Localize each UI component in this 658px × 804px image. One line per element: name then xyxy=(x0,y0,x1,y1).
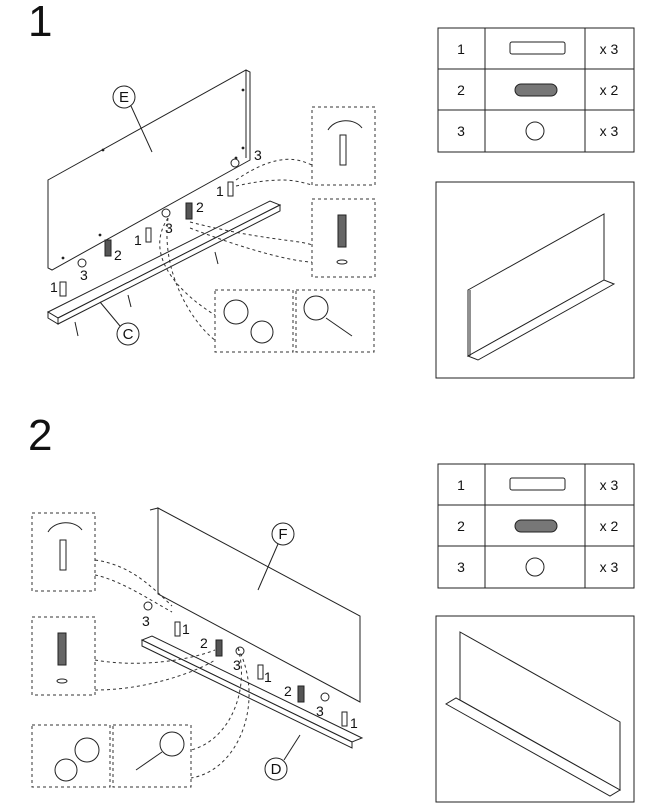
callout-1: 1 xyxy=(264,669,272,685)
detail-box-cam xyxy=(214,289,294,353)
detail-box-cam xyxy=(31,724,111,788)
part-id: 2 xyxy=(457,82,465,98)
wood-dowel-icon xyxy=(185,202,193,220)
part-qty: x 3 xyxy=(600,123,619,139)
wood-dowel-icon xyxy=(514,83,558,97)
callout-3: 3 xyxy=(316,703,324,719)
detail-box-screw xyxy=(311,106,376,186)
wood-dowel-icon xyxy=(57,632,67,666)
cam-lock-icon xyxy=(161,208,171,218)
cam-dowel-icon xyxy=(174,621,181,637)
panel-f xyxy=(157,507,361,703)
callout-1: 1 xyxy=(134,232,142,248)
detail-box-turn xyxy=(112,724,192,788)
cam-lock-icon xyxy=(235,646,245,656)
callout-3: 3 xyxy=(233,657,241,673)
label-f-circle xyxy=(271,522,295,546)
screwdriver-icon xyxy=(159,731,185,757)
callout-2: 2 xyxy=(200,635,208,651)
label-e-circle xyxy=(112,85,136,109)
step-1-number: 1 xyxy=(28,0,53,46)
callout-3: 3 xyxy=(142,613,150,629)
part-qty: x 3 xyxy=(600,477,619,493)
rotate-arrow-icon xyxy=(327,120,363,131)
cam-lock-icon xyxy=(74,737,100,763)
detail-box-dowel xyxy=(31,616,96,696)
base-label: D xyxy=(271,761,282,778)
cam-lock-icon xyxy=(320,692,330,702)
part-qty: x 3 xyxy=(600,41,619,57)
callout-2: 2 xyxy=(114,247,122,263)
callout-3: 3 xyxy=(165,220,173,236)
part-id: 1 xyxy=(457,41,465,57)
callout-3: 3 xyxy=(80,267,88,283)
cam-dowel-icon xyxy=(341,711,348,727)
part-qty: x 3 xyxy=(600,559,619,575)
callout-1: 1 xyxy=(216,183,224,199)
cam-dowel-icon xyxy=(145,227,152,243)
cam-dowel-icon xyxy=(509,477,566,491)
cam-lock-icon xyxy=(143,601,153,611)
step-2-number: 2 xyxy=(28,411,53,460)
callout-3: 3 xyxy=(254,147,262,163)
panel-label: E xyxy=(119,89,129,106)
callout-1: 1 xyxy=(182,621,190,637)
callout-2: 2 xyxy=(196,199,204,215)
cam-dowel-icon xyxy=(339,134,347,166)
part-id: 2 xyxy=(457,518,465,534)
part-id: 3 xyxy=(457,123,465,139)
rotate-arrow-icon xyxy=(47,522,83,533)
wood-dowel-icon xyxy=(104,239,112,257)
part-id: 1 xyxy=(457,477,465,493)
wood-dowel-icon xyxy=(215,639,223,657)
cam-lock-icon xyxy=(230,158,240,168)
part-qty: x 2 xyxy=(600,518,619,534)
cam-lock-icon xyxy=(223,299,249,325)
cam-dowel-icon xyxy=(509,41,566,55)
cam-dowel-icon xyxy=(257,664,264,680)
cam-lock-icon xyxy=(77,258,87,268)
detail-box-screw xyxy=(31,512,96,592)
screwdriver-icon xyxy=(303,295,329,321)
cam-dowel-icon xyxy=(59,281,67,297)
wood-dowel-icon xyxy=(514,519,558,533)
detail-box-turn xyxy=(295,289,375,353)
label-c-circle xyxy=(116,322,140,346)
panel-label: F xyxy=(278,526,287,543)
base-label: C xyxy=(123,326,134,343)
wood-dowel-icon xyxy=(337,214,347,248)
detail-box-dowel xyxy=(311,198,376,278)
callout-1: 1 xyxy=(50,279,58,295)
cam-dowel-icon xyxy=(59,539,67,571)
part-qty: x 2 xyxy=(600,82,619,98)
part-id: 3 xyxy=(457,559,465,575)
cam-lock-icon xyxy=(525,557,545,577)
callout-1: 1 xyxy=(350,715,358,731)
callout-2: 2 xyxy=(284,683,292,699)
wood-dowel-icon xyxy=(297,685,305,703)
label-d-circle xyxy=(264,757,288,781)
cam-dowel-icon xyxy=(227,181,234,197)
cam-lock-icon xyxy=(525,121,545,141)
